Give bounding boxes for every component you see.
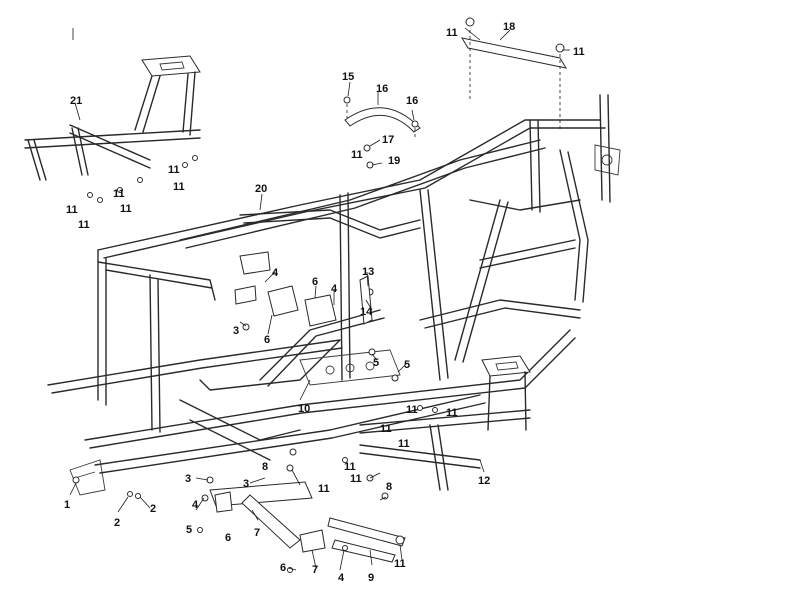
callout-5a: 5: [373, 357, 379, 369]
callout-4b: 4: [331, 283, 338, 295]
callout-10b: 11: [394, 558, 406, 570]
callout-14: 14: [360, 306, 373, 318]
callout-19: 19: [388, 155, 400, 167]
callout-3b: 3: [185, 473, 191, 485]
callout-6c: 6: [225, 532, 231, 544]
callout-11: 11: [120, 203, 132, 215]
main-frame: [47, 94, 621, 496]
callout-11: 11: [351, 149, 363, 161]
callout-20: 20: [255, 183, 267, 195]
callout-11: 11: [78, 219, 90, 231]
callout-11: 11: [168, 164, 180, 176]
callout-4d: 4: [338, 572, 345, 584]
callout-11: 11: [350, 473, 362, 485]
callout-18: 17: [382, 134, 394, 146]
callout-5d: 6: [280, 562, 286, 574]
callout-6b: 6: [312, 276, 318, 288]
callout-11: 11: [380, 423, 392, 435]
callout-11: 11: [173, 181, 185, 193]
callout-8a: 8: [262, 461, 268, 473]
callout-12: 12: [478, 475, 490, 487]
callout-10a: 10: [298, 403, 310, 415]
callout-2b: 2: [150, 503, 156, 515]
callout-16a: 15: [342, 71, 354, 83]
callout-11: 11: [446, 407, 458, 419]
callout-15: 18: [503, 21, 515, 33]
callout-11: 11: [573, 46, 585, 58]
callout-21: 21: [70, 95, 82, 107]
callout-11: 11: [113, 188, 125, 200]
callout-11: 11: [406, 404, 418, 416]
callout-17: 16: [376, 83, 388, 95]
callout-1: 1: [64, 499, 70, 511]
callout-3a: 3: [233, 325, 239, 337]
callout-labels: 21 18 15 16 16 17 19 20 4 3 6 6 4 13 14 …: [64, 21, 585, 584]
callout-11: 11: [446, 27, 458, 39]
callout-7: 7: [254, 527, 260, 539]
callout-16b: 16: [406, 95, 418, 107]
callout-5b: 5: [404, 359, 410, 371]
rear-rack-assembly: [359, 355, 531, 491]
rear-top-bracket: [460, 17, 568, 130]
callout-2a: 2: [114, 517, 120, 529]
callout-11: 11: [398, 438, 410, 450]
callout-11: 11: [318, 483, 330, 495]
callout-6d: 7: [312, 564, 318, 576]
callout-4c: 4: [192, 499, 199, 511]
callout-4a: 4: [272, 267, 279, 279]
leader-lines: [69, 27, 570, 571]
callout-5c: 5: [186, 524, 192, 536]
callout-11: 11: [344, 461, 356, 473]
callout-3c: 3: [243, 478, 249, 490]
lower-arm-parts: [201, 448, 406, 563]
callout-11: 11: [66, 204, 78, 216]
fastener-bolts: [72, 144, 438, 573]
callout-9: 9: [368, 572, 374, 584]
tank-strap: [343, 96, 421, 138]
callout-13: 13: [362, 266, 374, 278]
callout-6a: 6: [264, 334, 270, 346]
callout-8b: 8: [386, 481, 392, 493]
front-rack-assembly: [24, 55, 201, 181]
